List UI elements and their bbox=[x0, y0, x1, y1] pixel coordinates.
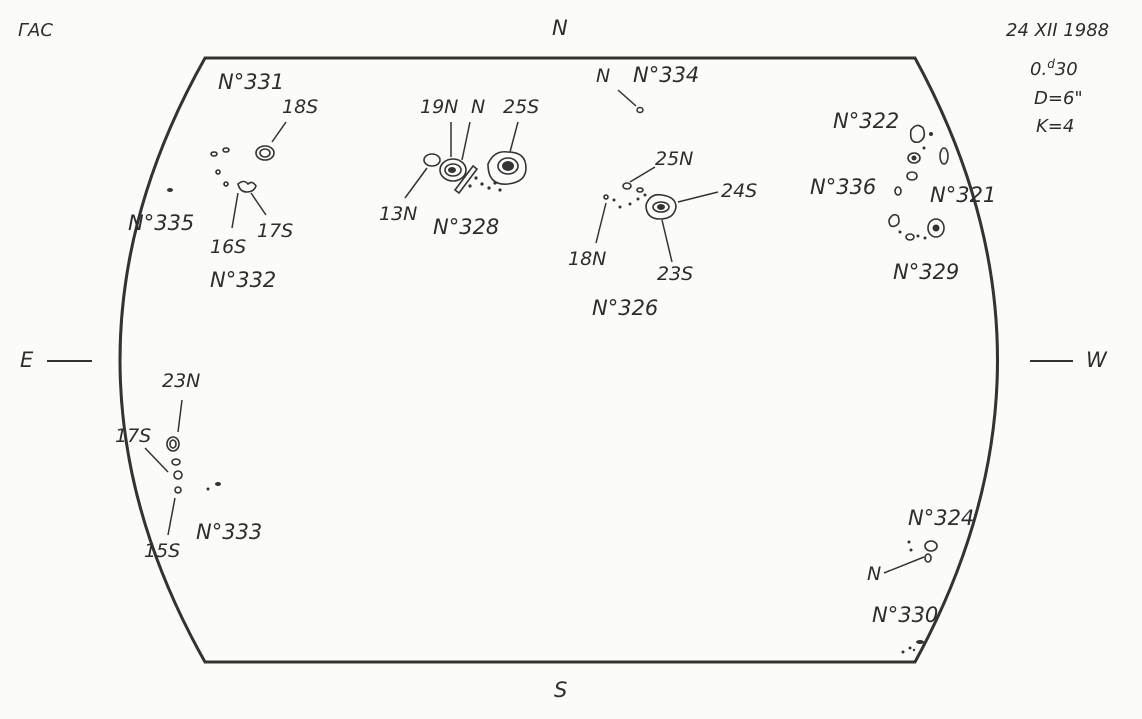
region-label-332: N°332 bbox=[210, 268, 277, 292]
region-label-326: N°326 bbox=[592, 296, 659, 320]
spot-label-N-334: N bbox=[596, 65, 611, 87]
spot-label-17S-b: 17S bbox=[115, 425, 152, 447]
region-label-330: N°330 bbox=[872, 603, 939, 627]
observation-time-frac: 30 bbox=[1054, 59, 1078, 80]
region-label-322: N°322 bbox=[833, 109, 900, 133]
region-328-umbra-2 bbox=[448, 167, 456, 173]
spot-label-23N: 23N bbox=[162, 370, 201, 392]
direction-south: S bbox=[554, 678, 568, 702]
region-326-dots bbox=[612, 193, 647, 209]
region-334-spot bbox=[636, 106, 644, 114]
observation-k-index: K=4 bbox=[1036, 116, 1075, 137]
leader-15S bbox=[167, 497, 176, 536]
leader-17S-a bbox=[250, 192, 267, 216]
region-label-321: N°321 bbox=[930, 183, 997, 207]
spot-label-13N: 13N bbox=[379, 203, 418, 225]
region-321-322-329-336-umbrae bbox=[898, 132, 940, 240]
spot-label-N-324: N bbox=[867, 563, 882, 585]
region-331-332-335-contours bbox=[210, 145, 275, 193]
leader-18S bbox=[271, 121, 287, 143]
observation-time: 0.d30 bbox=[1030, 58, 1078, 79]
spot-label-17S-a: 17S bbox=[257, 220, 294, 242]
region-328-umbra bbox=[502, 161, 514, 171]
observatory-label: ГАС bbox=[18, 20, 53, 41]
region-330-contours bbox=[901, 640, 924, 654]
leader-17S-b bbox=[144, 447, 169, 473]
spot-label-25N: 25N bbox=[655, 148, 694, 170]
leader-13N bbox=[404, 167, 428, 199]
leader-N-324 bbox=[883, 556, 925, 574]
spot-label-15S: 15S bbox=[144, 540, 181, 562]
region-326-umbra bbox=[657, 204, 665, 210]
direction-west: W bbox=[1086, 348, 1107, 372]
observation-time-unit: d bbox=[1047, 57, 1055, 71]
leader-18N bbox=[595, 202, 607, 244]
direction-east: E bbox=[20, 348, 34, 372]
leader-N-328 bbox=[461, 121, 471, 161]
leader-N-334 bbox=[617, 89, 637, 107]
spot-label-18S: 18S bbox=[282, 96, 319, 118]
region-label-334: N°334 bbox=[633, 63, 700, 87]
region-label-331: N°331 bbox=[218, 70, 285, 94]
direction-north: N bbox=[552, 16, 568, 40]
leader-23N bbox=[177, 399, 183, 433]
region-324-dot bbox=[907, 540, 911, 544]
leader-25S bbox=[509, 121, 519, 153]
region-321-322-329-336-contours bbox=[888, 124, 949, 241]
spot-label-25S: 25S bbox=[503, 96, 540, 118]
observation-aperture: D=6" bbox=[1034, 88, 1083, 109]
region-label-329: N°329 bbox=[893, 260, 960, 284]
region-label-335: N°335 bbox=[128, 211, 195, 235]
leader-23S bbox=[661, 219, 673, 263]
region-333-dot bbox=[206, 487, 210, 491]
leader-16S bbox=[231, 192, 239, 229]
spot-label-19N: 19N bbox=[420, 96, 459, 118]
leader-25N bbox=[629, 166, 656, 183]
region-label-336: N°336 bbox=[810, 175, 877, 199]
observation-date: 24 XII 1988 bbox=[1006, 20, 1110, 41]
disk-outline bbox=[118, 56, 999, 664]
spot-label-24S: 24S bbox=[721, 180, 758, 202]
region-label-333: N°333 bbox=[196, 520, 263, 544]
region-328-contours bbox=[423, 150, 527, 195]
region-label-328: N°328 bbox=[433, 215, 500, 239]
region-328-dots bbox=[468, 176, 502, 192]
region-333-spot bbox=[215, 482, 221, 486]
spot-label-18N: 18N bbox=[568, 248, 607, 270]
region-335-spot bbox=[167, 188, 173, 192]
region-333-contours bbox=[166, 436, 183, 494]
spot-label-16S: 16S bbox=[210, 236, 247, 258]
spot-label-23S: 23S bbox=[657, 263, 694, 285]
region-324-dot-2 bbox=[909, 548, 913, 552]
region-326-contours bbox=[603, 182, 677, 220]
observation-time-day: 0. bbox=[1030, 59, 1048, 80]
region-324-contours bbox=[924, 540, 938, 563]
leader-24S bbox=[677, 191, 719, 203]
region-label-324: N°324 bbox=[908, 506, 975, 530]
spot-label-N-328: N bbox=[471, 96, 486, 118]
